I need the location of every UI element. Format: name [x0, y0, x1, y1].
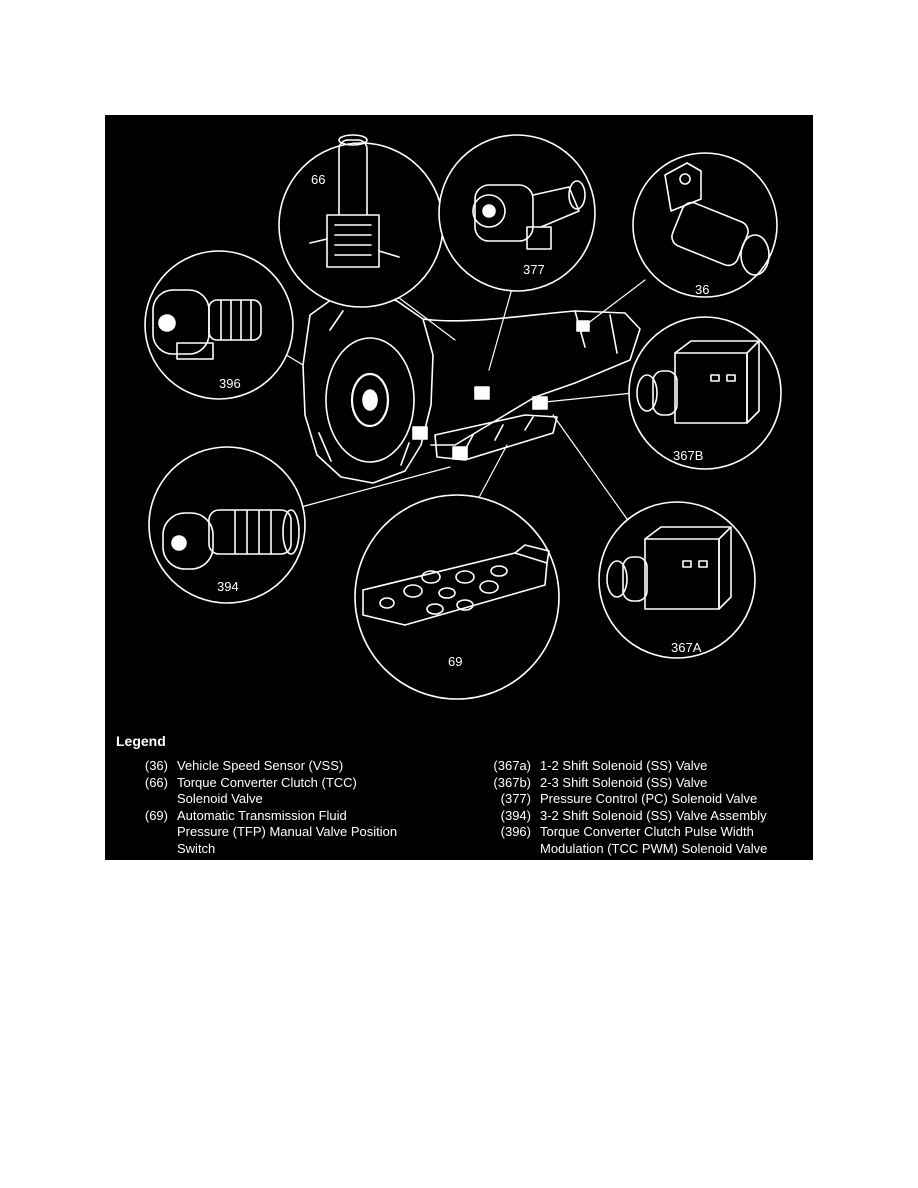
- diagram-artwork: [144, 134, 782, 700]
- bubble-377: [438, 134, 596, 292]
- bubble-394: [148, 446, 306, 604]
- legend-title: Legend: [116, 733, 166, 749]
- legend-description: 1-2 Shift Solenoid (SS) Valve: [540, 758, 708, 773]
- transmission-solenoid-diagram: 66 377 36 396 367B 394 367A 69 Legend (3…: [105, 115, 813, 860]
- legend-left-column: (36) Vehicle Speed Sensor (VSS) (66) Tor…: [116, 758, 436, 857]
- transmission-housing: [302, 290, 641, 484]
- legend-code: (396): [500, 824, 531, 839]
- leader-377: [488, 284, 514, 371]
- bubble-396: [144, 250, 294, 400]
- legend-item: (394) 3-2 Shift Solenoid (SS) Valve Asse…: [473, 808, 813, 825]
- legend-item: (367b) 2-3 Shift Solenoid (SS) Valve: [473, 775, 813, 792]
- callout-396: 396: [219, 376, 241, 391]
- callout-66: 66: [311, 172, 326, 187]
- callout-367a: 367A: [671, 640, 702, 655]
- leader-367a: [552, 414, 628, 520]
- legend-code: (66): [144, 774, 168, 790]
- callout-367b: 367B: [673, 448, 704, 463]
- legend-code: (367a): [493, 758, 531, 773]
- bubble-367a: [598, 501, 756, 659]
- legend-description: Automatic Transmission Fluid Pressure (T…: [177, 807, 398, 856]
- leader-69: [474, 444, 508, 506]
- legend-description: 3-2 Shift Solenoid (SS) Valve Assembly: [540, 807, 767, 823]
- bubble-36: [632, 152, 778, 298]
- legend-code: (367b): [493, 774, 531, 790]
- legend-description: 2-3 Shift Solenoid (SS) Valve: [540, 774, 708, 790]
- legend-code: (394): [500, 807, 531, 823]
- bubble-69: [354, 494, 560, 700]
- legend-item: (66) Torque Converter Clutch (TCC) Solen…: [116, 775, 436, 808]
- bubble-367b: [628, 316, 782, 470]
- legend-code: (36): [144, 758, 168, 773]
- callout-36: 36: [695, 282, 710, 297]
- callout-394: 394: [217, 579, 239, 594]
- leader-66: [389, 290, 456, 341]
- leader-394: [300, 466, 451, 508]
- legend-description: Pressure Control (PC) Solenoid Valve: [540, 791, 758, 806]
- legend-code: (377): [500, 791, 531, 806]
- legend-item: (396) Torque Converter Clutch Pulse Widt…: [473, 824, 813, 857]
- legend-description: Torque Converter Clutch (TCC) Solenoid V…: [177, 774, 357, 807]
- legend-description: Torque Converter Clutch Pulse Width Modu…: [540, 824, 768, 856]
- legend-item: (377) Pressure Control (PC) Solenoid Val…: [473, 791, 813, 808]
- legend-right-column: (367a) 1-2 Shift Solenoid (SS) Valve (36…: [473, 758, 813, 857]
- legend-code: (69): [144, 807, 168, 823]
- legend-item: (367a) 1-2 Shift Solenoid (SS) Valve: [473, 758, 813, 775]
- leader-367b: [544, 392, 634, 403]
- legend-item: (69) Automatic Transmission Fluid Pressu…: [116, 808, 436, 858]
- callout-69: 69: [448, 654, 463, 669]
- leader-36: [582, 279, 646, 328]
- callout-377: 377: [523, 262, 545, 277]
- bubble-66: [278, 134, 444, 308]
- legend-item: (36) Vehicle Speed Sensor (VSS): [116, 758, 436, 775]
- legend-description: Vehicle Speed Sensor (VSS): [177, 758, 344, 773]
